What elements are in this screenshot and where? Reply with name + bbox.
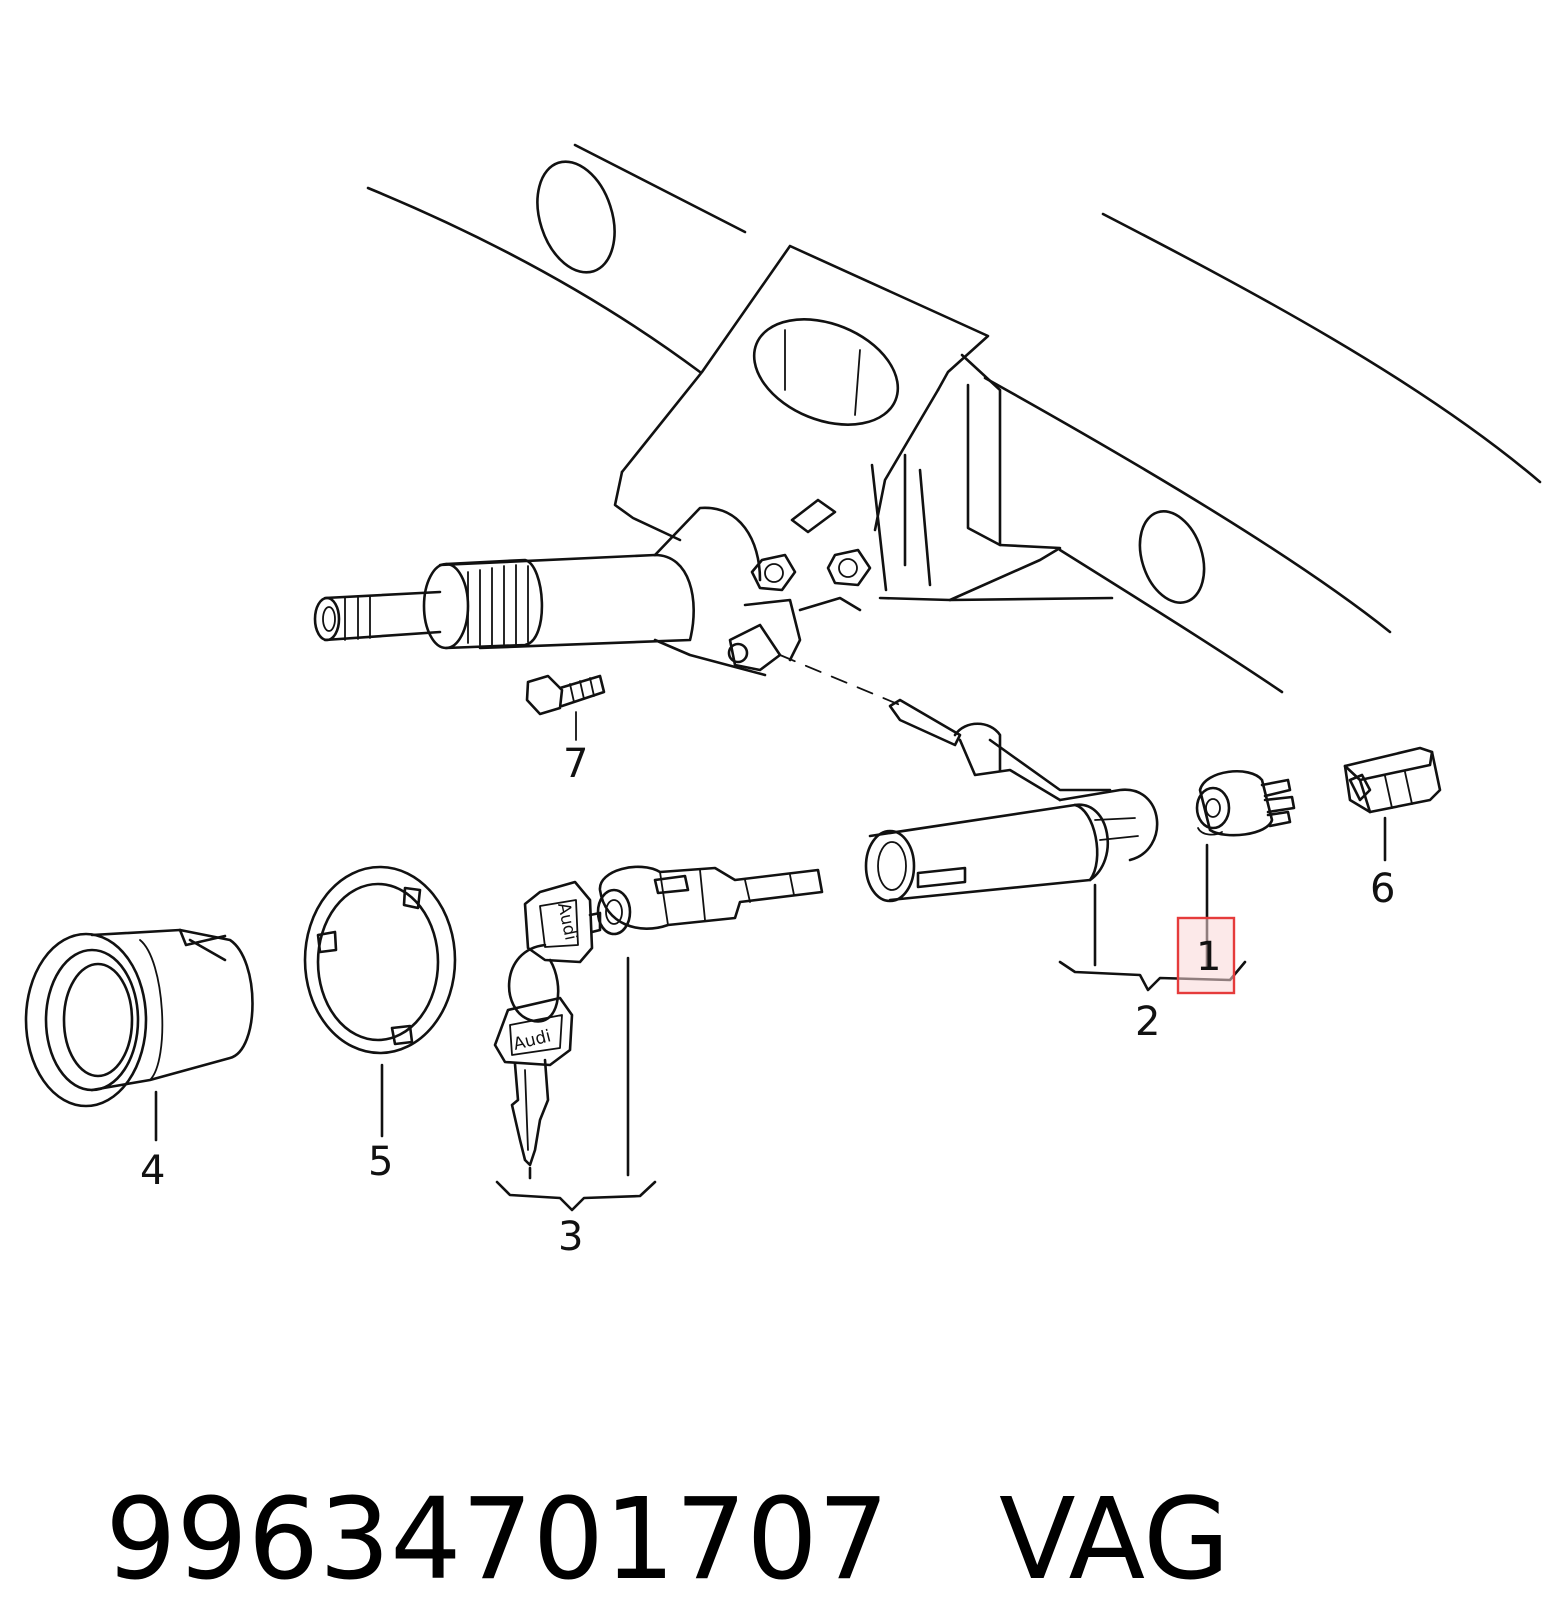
part-3-key-and-cylinder: Audi Audi xyxy=(493,865,824,1167)
part-4-bezel-sleeve xyxy=(24,928,254,1108)
part-6-connector xyxy=(1343,746,1442,814)
callout-1-highlight-box xyxy=(1176,916,1236,995)
callout-7[interactable]: 7 xyxy=(563,741,588,787)
bracket-nuts xyxy=(727,548,872,672)
part-2-lock-housing xyxy=(864,698,1159,903)
part-1-ignition-switch xyxy=(1195,769,1296,837)
part-5-ring xyxy=(303,865,457,1055)
callout-4[interactable]: 4 xyxy=(140,1148,165,1194)
callout-6[interactable]: 6 xyxy=(1370,866,1395,912)
steering-column xyxy=(313,506,762,650)
part-7-screw xyxy=(525,674,606,741)
column-bracket xyxy=(613,244,1114,677)
callout-5[interactable]: 5 xyxy=(368,1139,393,1185)
assembly-axis-dashed xyxy=(779,654,901,706)
dashboard-panel xyxy=(366,143,1542,694)
callout-3[interactable]: 3 xyxy=(558,1214,583,1260)
callout-2[interactable]: 2 xyxy=(1135,999,1160,1045)
part-number: 99634701707 xyxy=(105,1475,890,1605)
callout-1[interactable]: 1 xyxy=(1196,934,1221,980)
brand-name: VAG xyxy=(999,1475,1230,1605)
